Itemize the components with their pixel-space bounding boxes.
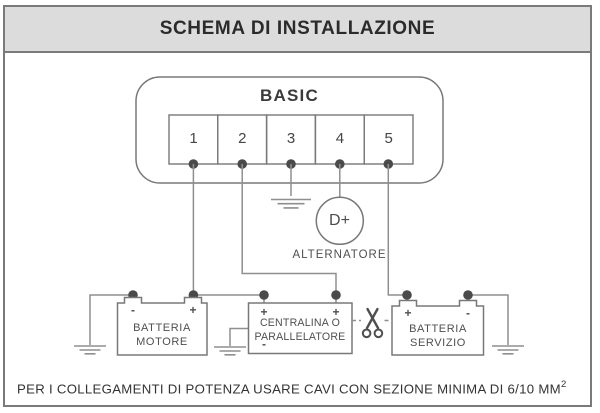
- terminal-number-4: 4: [335, 130, 345, 147]
- footer-note-superscript: 2: [560, 379, 567, 390]
- terminal-number-1: 1: [189, 130, 198, 147]
- page-frame: SCHEMA DI INSTALLAZIONE: [3, 5, 592, 407]
- terminal-number-3: 3: [286, 130, 296, 147]
- alternator-terminal-label: D+: [329, 212, 350, 229]
- page-title: SCHEMA DI INSTALLAZIONE: [159, 18, 436, 39]
- control-unit-pos-left-sign: +: [260, 305, 268, 319]
- battery-service-pos-sign: +: [404, 306, 412, 320]
- battery-engine-pos-sign: +: [189, 303, 197, 317]
- alternator-label: ALTERNATORE: [292, 249, 387, 261]
- terminal-number-2: 2: [238, 130, 247, 147]
- terminal-number-5: 5: [384, 130, 393, 147]
- battery-service-neg-sign: -: [466, 306, 470, 320]
- device-name-label: BASIC: [260, 86, 319, 105]
- control-unit-label: CENTRALINA O PARALLELATORE: [254, 317, 346, 343]
- header-bar: SCHEMA DI INSTALLAZIONE: [5, 7, 590, 53]
- battery-engine-neg-sign: -: [131, 303, 135, 317]
- control-unit-pos-right-sign: +: [332, 305, 340, 319]
- footer-note: PER I COLLEGAMENTI DI POTENZA USARE CAVI…: [17, 379, 567, 397]
- control-unit-neg-sign: -: [262, 337, 266, 351]
- battery-engine-label: BATTERIA MOTORE: [133, 322, 191, 349]
- battery-service-label: BATTERIA SERVIZIO: [409, 323, 467, 350]
